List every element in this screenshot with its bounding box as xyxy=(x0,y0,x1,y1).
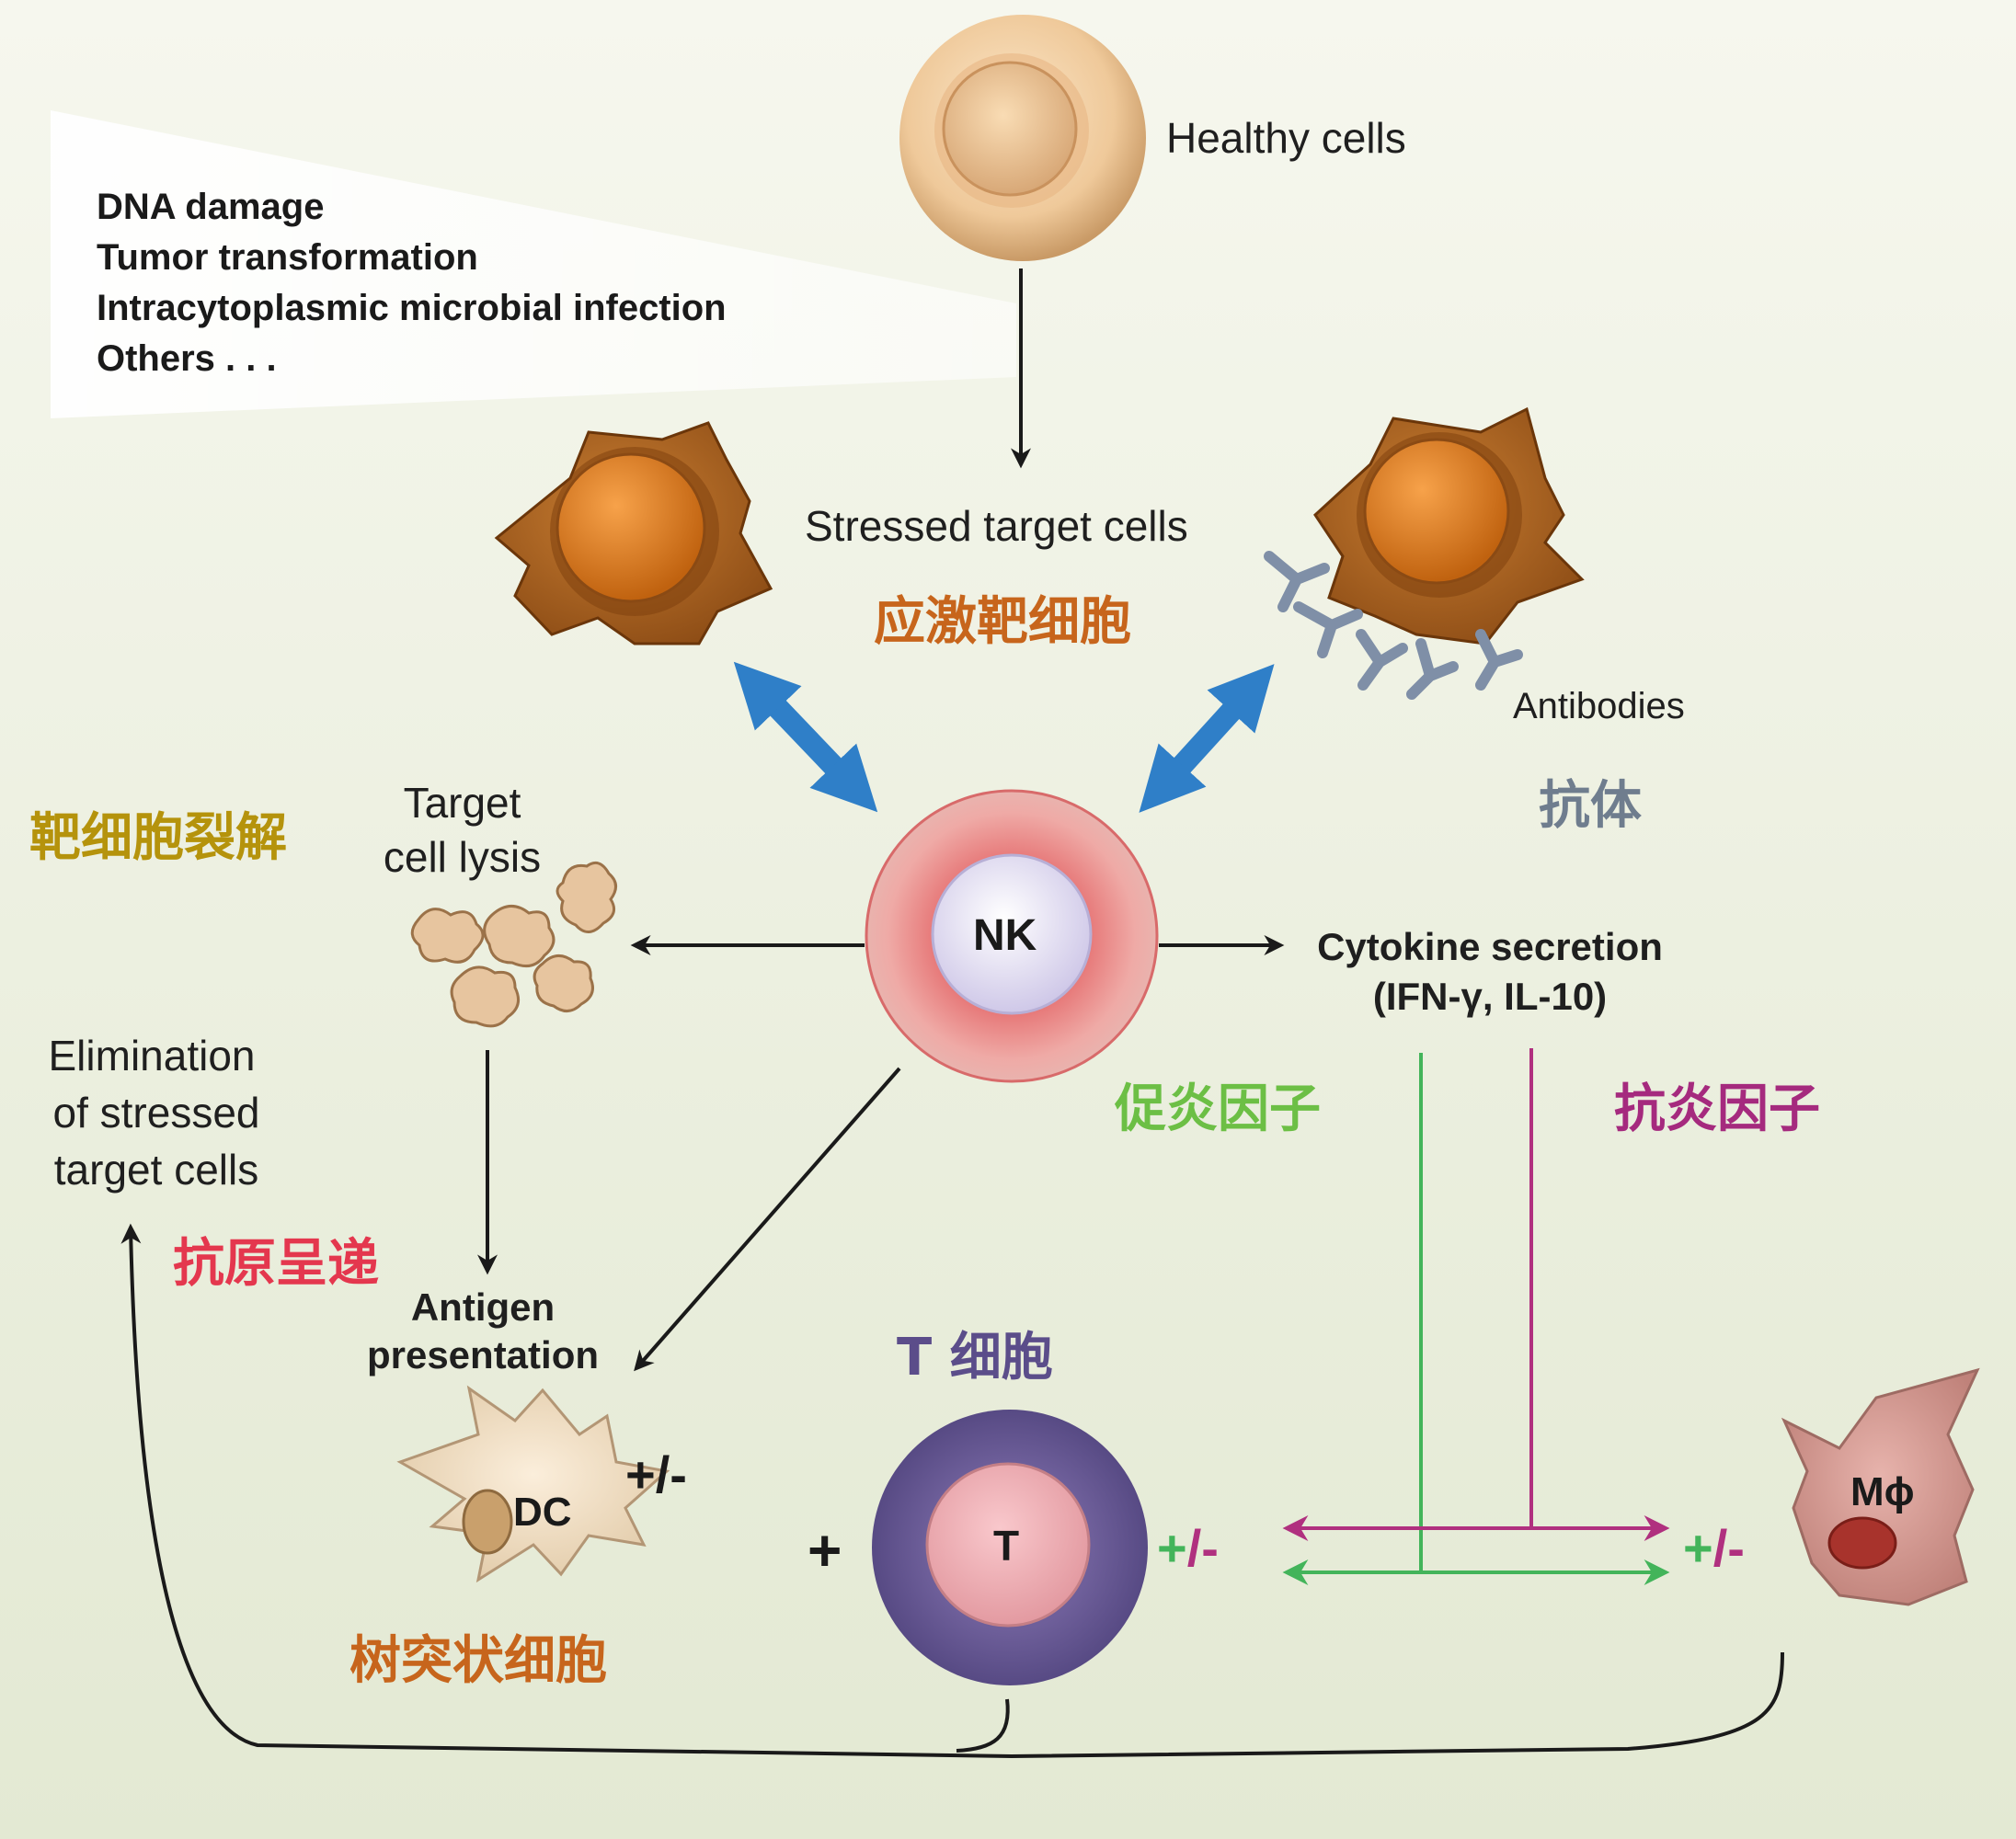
antigen-presentation-label-line2: presentation xyxy=(366,1333,600,1376)
target-cell-lysis-cn-label: 靶细胞裂解 xyxy=(29,808,287,868)
nk-right-stressed-arrow xyxy=(1139,664,1275,813)
target-cell-lysis-debris-icon xyxy=(410,861,617,1028)
nk-to-antigen-arrow xyxy=(634,1067,901,1372)
stressed-target-cell-right-icon xyxy=(1313,406,1585,645)
nk-cell-icon xyxy=(865,789,1159,1083)
stress-factor-list: DNA damage Tumor transformation Intracyt… xyxy=(97,182,727,384)
antigen-presentation-label-line1: Antigen xyxy=(410,1285,556,1329)
elimination-label-line2: of stressed xyxy=(52,1089,260,1137)
t-cell-feedback-branch xyxy=(956,1698,1010,1753)
t-cell-plus-label: + xyxy=(808,1517,842,1583)
stressed-target-cells-cn-label: 应激靶细胞 xyxy=(874,592,1131,652)
elimination-label-line1: Elimination xyxy=(48,1032,256,1079)
antibodies-icon xyxy=(1264,551,1523,700)
stress-funnel xyxy=(51,110,1016,418)
t-cell-cn-label: T 细胞 xyxy=(897,1328,1053,1388)
stress-factor-tumor-transformation: Tumor transformation xyxy=(97,237,478,278)
macrophage-icon xyxy=(1781,1367,1980,1606)
elimination-label-line3: target cells xyxy=(53,1146,259,1194)
anti-inflammatory-cn-label: 抗炎因子 xyxy=(1614,1079,1820,1139)
dc-label: DC xyxy=(513,1490,572,1535)
target-cell-lysis-label-line2: cell lysis xyxy=(383,833,542,881)
stress-factor-others: Others . . . xyxy=(97,338,277,379)
antibodies-cn-label: 抗体 xyxy=(1539,776,1642,836)
t-label: T xyxy=(993,1522,1020,1570)
elimination-feedback-curve xyxy=(120,1223,1784,1759)
stress-factor-dna-damage: DNA damage xyxy=(97,187,325,227)
macrophage-label: Mϕ xyxy=(1850,1469,1915,1514)
t-cell-sign-label: +/- xyxy=(1157,1519,1219,1578)
target-cell-lysis-label-line1: Target xyxy=(403,779,521,827)
stress-factor-microbial-infection: Intracytoplasmic microbial infection xyxy=(97,288,727,328)
macrophage-sign-plus: + xyxy=(1683,1519,1713,1577)
dendritic-cell-cn-label: 树突状细胞 xyxy=(349,1631,607,1691)
macrophage-sign-label: +/- xyxy=(1683,1519,1745,1578)
dendritic-cell-icon xyxy=(396,1385,670,1583)
t-cell-sign-rest: /- xyxy=(1186,1519,1219,1577)
stressed-target-cell-left-icon xyxy=(494,421,773,645)
antigen-presentation-cn-label: 抗原呈递 xyxy=(173,1234,379,1294)
t-cell-icon xyxy=(872,1410,1148,1685)
antibodies-label: Antibodies xyxy=(1513,686,1685,726)
dc-sign-label: +/- xyxy=(625,1445,687,1503)
cytokine-secretion-label-line2: (IFN-γ, IL-10) xyxy=(1372,975,1608,1018)
stressed-target-cells-label: Stressed target cells xyxy=(805,502,1188,550)
nk-left-stressed-arrow xyxy=(733,661,878,813)
pro-inflammatory-cn-label: 促炎因子 xyxy=(1115,1079,1321,1139)
nk-label: NK xyxy=(973,911,1037,960)
healthy-cells-label: Healthy cells xyxy=(1166,114,1406,162)
cytokine-secretion-label-line1: Cytokine secretion xyxy=(1317,925,1663,968)
t-cell-sign-plus: + xyxy=(1157,1519,1187,1577)
macrophage-sign-rest: /- xyxy=(1712,1519,1745,1577)
healthy-cell-icon xyxy=(899,15,1146,261)
